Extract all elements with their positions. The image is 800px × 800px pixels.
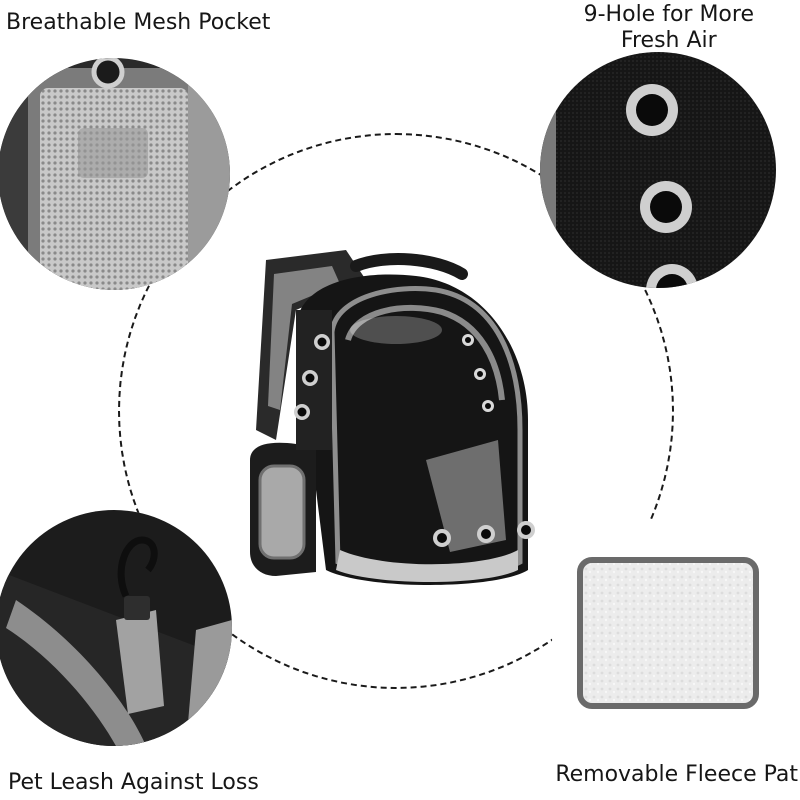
- leash-label: Pet Leash Against Loss: [8, 770, 259, 795]
- air-holes-label: 9-Hole for More Fresh Air: [584, 2, 754, 54]
- fleece-pad-detail-image: [552, 518, 784, 750]
- air-hole-grommet-icon: [540, 52, 776, 288]
- air-holes-label-line1: 9-Hole for More: [583, 2, 754, 27]
- leash-clip-icon: [0, 510, 232, 746]
- air-holes-label-line2: Fresh Air: [620, 28, 717, 53]
- mesh-pocket-label: Breathable Mesh Pocket: [6, 10, 271, 35]
- backpack-illustration: [250, 250, 535, 585]
- mesh-panel-icon: [0, 58, 230, 290]
- mesh-pocket-detail-image: [0, 58, 230, 290]
- dashed-circle-frame: [118, 133, 674, 689]
- air-holes-detail-image: [540, 52, 776, 288]
- leash-detail-image: [0, 510, 232, 746]
- fleece-pad-label: Removable Fleece Pat: [555, 762, 798, 787]
- fleece-pad-icon: [552, 518, 784, 750]
- pet-carrier-backpack-image: [236, 240, 568, 600]
